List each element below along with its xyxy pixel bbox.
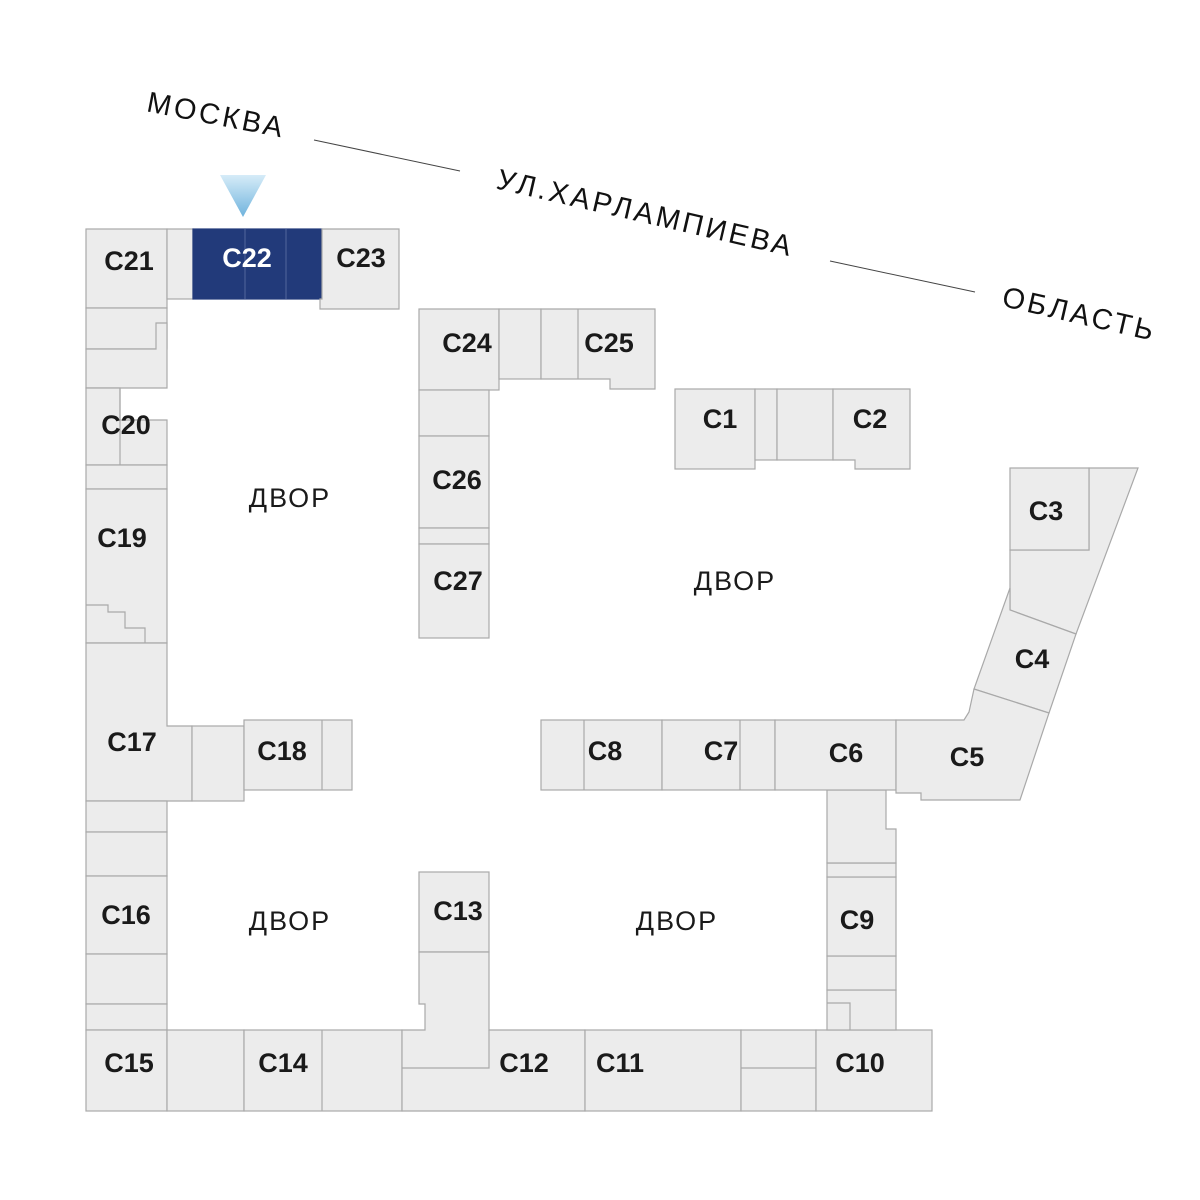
corridor-block xyxy=(85,831,168,877)
section-label: С16 xyxy=(101,900,151,930)
section-c24[interactable]: С24 xyxy=(418,308,500,391)
section-label: С22 xyxy=(222,243,272,273)
section-c8[interactable]: С8 xyxy=(540,719,663,791)
section-c18[interactable]: С18 xyxy=(243,719,353,791)
section-label: С27 xyxy=(433,566,483,596)
section-label: С6 xyxy=(829,738,864,768)
section-c15[interactable]: С15 xyxy=(85,1029,168,1112)
corridor-block xyxy=(85,307,168,350)
section-c9[interactable]: С9 xyxy=(826,876,897,957)
corridor-block xyxy=(85,464,168,490)
road-line-1 xyxy=(313,139,461,172)
corridor-block xyxy=(191,725,245,802)
triangle-down-marker-icon xyxy=(220,175,266,217)
yard-label: ДВОР xyxy=(636,906,718,936)
section-label: С5 xyxy=(950,742,985,772)
section-label: С23 xyxy=(336,243,386,273)
section-c20[interactable]: С20 xyxy=(85,387,168,466)
section-label: С24 xyxy=(442,328,492,358)
section-label: С4 xyxy=(1015,644,1050,674)
section-label: С11 xyxy=(596,1048,644,1078)
corridor-block xyxy=(740,1029,817,1112)
corridor-block xyxy=(826,989,897,1031)
section-label: С19 xyxy=(97,523,147,553)
region-label: ОБЛАСТЬ xyxy=(999,281,1159,348)
yard-label: ДВОР xyxy=(694,566,776,596)
section-c16[interactable]: С16 xyxy=(85,875,168,955)
yard-label: ДВОР xyxy=(249,483,331,513)
city-label: МОСКВА xyxy=(144,87,288,145)
section-c23[interactable]: С23 xyxy=(319,228,400,310)
section-label: С17 xyxy=(107,727,157,757)
section-c13[interactable]: С13 xyxy=(418,871,490,953)
corridor-block xyxy=(826,955,897,991)
corridor-block xyxy=(85,953,168,1005)
section-label: С20 xyxy=(101,410,151,440)
corridor-block xyxy=(85,1003,168,1031)
section-label: С2 xyxy=(853,404,888,434)
corridor-block xyxy=(754,388,778,461)
corridor-block xyxy=(418,527,490,545)
section-c11[interactable]: С11 xyxy=(584,1029,742,1112)
section-label: С7 xyxy=(704,736,739,766)
section-c27[interactable]: С27 xyxy=(418,543,490,639)
section-c19[interactable]: С19 xyxy=(85,488,168,644)
corridor-block xyxy=(498,308,542,380)
section-c17[interactable]: С17 xyxy=(85,642,193,802)
section-c7[interactable]: С7 xyxy=(661,719,776,791)
section-c2[interactable]: С2 xyxy=(832,388,911,470)
section-label: С12 xyxy=(499,1048,549,1078)
section-label: С10 xyxy=(835,1048,885,1078)
corridor-block xyxy=(166,1029,245,1112)
section-label: С13 xyxy=(433,896,483,926)
section-label: С21 xyxy=(104,246,154,276)
section-c26[interactable]: С26 xyxy=(418,435,490,529)
corridor-block xyxy=(166,228,194,300)
corridor-block xyxy=(776,388,834,461)
corridor-block xyxy=(826,789,897,864)
corridor-block xyxy=(826,862,897,878)
section-label: С25 xyxy=(584,328,634,358)
section-c21[interactable]: С21 xyxy=(85,228,168,309)
section-label: С26 xyxy=(432,465,482,495)
section-c22[interactable]: С22 xyxy=(192,228,323,300)
section-c10[interactable]: С10 xyxy=(815,1029,933,1112)
road-line-2 xyxy=(829,260,976,293)
street-name-label: УЛ.ХАРЛАМПИЕВА xyxy=(493,164,797,264)
section-label: С15 xyxy=(104,1048,154,1078)
section-c6[interactable]: С6 xyxy=(774,719,897,791)
section-c14[interactable]: С14 xyxy=(243,1029,403,1112)
section-label: С1 xyxy=(703,404,738,434)
section-c4[interactable]: С4 xyxy=(973,587,1077,714)
section-c25[interactable]: С25 xyxy=(540,308,656,390)
section-label: С14 xyxy=(258,1048,308,1078)
section-label: С18 xyxy=(257,736,307,766)
section-label: С8 xyxy=(588,736,623,766)
section-c3[interactable]: С3 xyxy=(1009,467,1090,551)
section-c5[interactable]: С5 xyxy=(895,688,1050,801)
section-label: С9 xyxy=(840,905,875,935)
corridor-block xyxy=(418,389,490,437)
section-label: С3 xyxy=(1029,496,1064,526)
section-c12[interactable]: С12 xyxy=(401,951,586,1112)
section-c1[interactable]: С1 xyxy=(674,388,756,470)
yard-label: ДВОР xyxy=(249,906,331,936)
corridor-block xyxy=(85,800,168,833)
